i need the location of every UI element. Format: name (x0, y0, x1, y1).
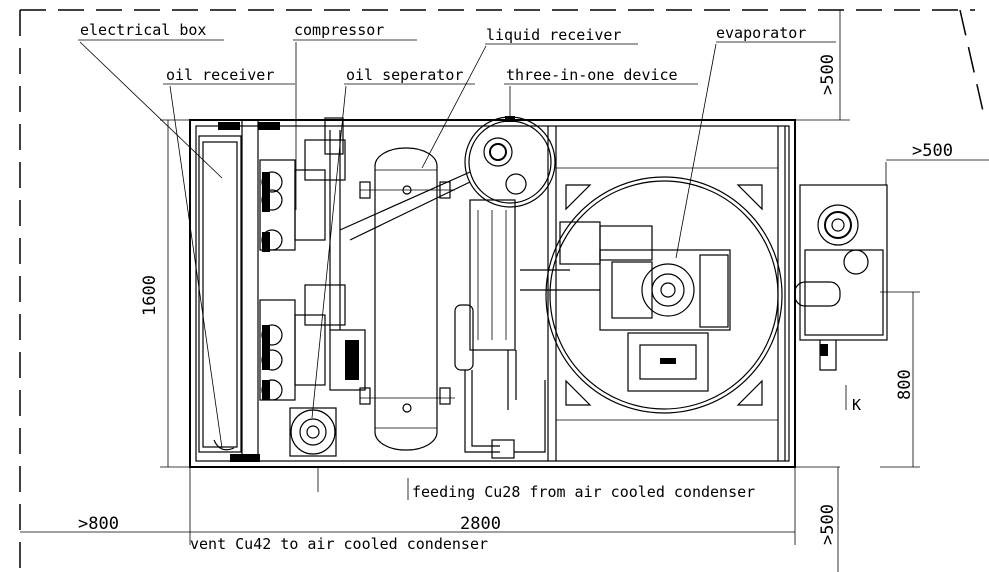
dim-clear-right: >500 (912, 141, 953, 161)
dim-clear-left: >800 (78, 514, 119, 534)
evaporator (545, 176, 783, 414)
label-oil-receiver: oil receiver (166, 66, 274, 84)
pipework (329, 130, 600, 459)
label-compressor: compressor (294, 21, 384, 39)
dim-height-1600: 1600 (140, 275, 160, 316)
oil-separator (289, 407, 337, 457)
compressor-upper (259, 117, 346, 252)
dimension-lines (20, 10, 989, 572)
leader-lines (78, 39, 836, 449)
dim-clear-bottom: >500 (818, 504, 838, 545)
external-pump-box (794, 184, 888, 371)
label-electrical-box: electrical box (80, 21, 206, 39)
clearance-boundary (19, 9, 986, 572)
electrical-box (198, 119, 280, 462)
label-evaporator: evaporator (716, 24, 806, 42)
liquid-receiver (359, 147, 455, 451)
dim-clear-top: >500 (818, 54, 838, 95)
label-oil-separator: oil seperator (346, 66, 463, 84)
compressor-lower (259, 284, 366, 401)
dim-width-2800: 2800 (460, 514, 501, 534)
label-three-in-one-device: three-in-one device (506, 66, 678, 84)
three-in-one-device (339, 116, 556, 241)
unit-frame (189, 119, 796, 468)
label-liquid-receiver: liquid receiver (486, 26, 621, 44)
label-vent: vent Cu42 to air cooled condenser (190, 535, 488, 553)
dim-side-800: 800 (895, 369, 915, 400)
label-feeding: feeding Cu28 from air cooled condenser (412, 483, 755, 501)
label-k-marker: K (852, 396, 861, 414)
